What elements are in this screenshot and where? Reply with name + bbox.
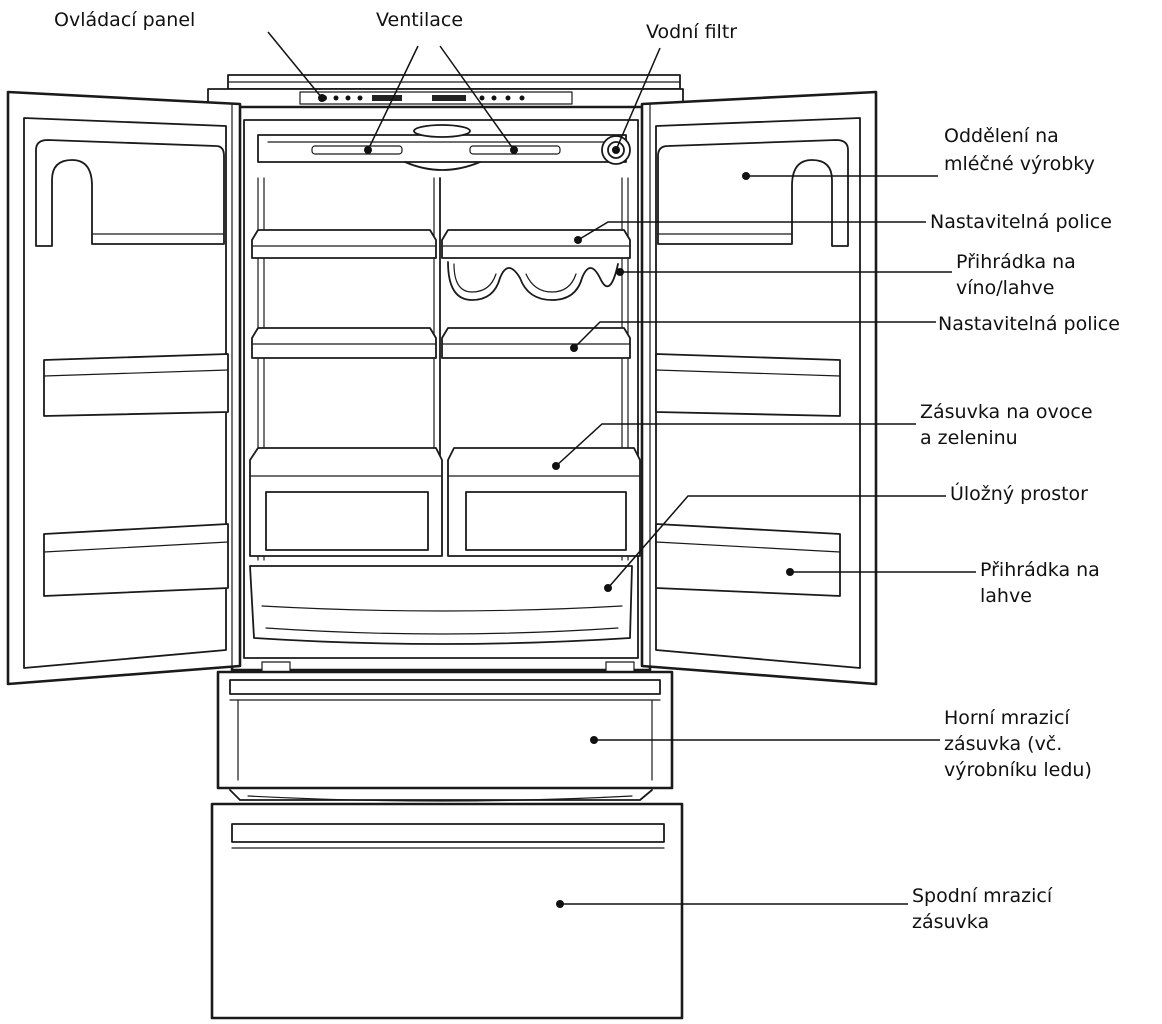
label-adjustable-shelf-top: Nastavitelná police	[930, 211, 1112, 233]
label-upper-freezer-line3: výrobníku ledu)	[944, 759, 1092, 781]
drawer-gap	[229, 789, 653, 802]
crisper-drawers-illustration	[249, 447, 641, 557]
label-crisper-line1: Zásuvka na ovoce	[920, 401, 1093, 423]
label-storage: Úložný prostor	[950, 481, 1088, 505]
storage-bin-illustration	[249, 565, 633, 645]
upper-freezer-drawer-illustration	[216, 670, 674, 790]
label-wine-rack-line1: Přihrádka na	[956, 251, 1076, 273]
label-lower-freezer-line2: zásuvka	[912, 911, 989, 933]
label-bottle-rack-line1: Přihrádka na	[980, 559, 1100, 581]
label-dairy-line1: Oddělení na	[944, 125, 1059, 147]
leader-lines	[267, 31, 976, 908]
label-control-panel: Ovládací panel	[54, 9, 195, 31]
label-crisper-line2: a zeleninu	[920, 427, 1018, 449]
left-door	[6, 90, 242, 686]
middle-shelves	[251, 327, 631, 359]
label-lower-freezer-line1: Spodní mrazicí	[912, 885, 1053, 907]
refrigerator-illustration	[6, 74, 878, 1020]
lower-freezer-drawer-illustration	[210, 802, 684, 1020]
label-upper-freezer-line2: zásuvka (vč.	[944, 733, 1062, 755]
label-upper-freezer-line1: Horní mrazicí	[944, 707, 1070, 729]
callout-labels: Ovládací panel Ventilace Vodní filtr Odd…	[54, 9, 1120, 933]
label-vents: Ventilace	[376, 9, 463, 31]
label-bottle-rack-line2: lahve	[980, 585, 1032, 607]
right-door	[640, 90, 878, 686]
label-dairy-line2: mléčné výrobky	[944, 153, 1095, 175]
label-wine-rack-line2: víno/lahve	[956, 277, 1055, 299]
wine-rack-illustration	[447, 261, 619, 301]
label-water-filter: Vodní filtr	[646, 21, 737, 43]
control-panel-illustration	[299, 91, 573, 105]
label-adjustable-shelf-mid: Nastavitelná police	[938, 313, 1120, 335]
